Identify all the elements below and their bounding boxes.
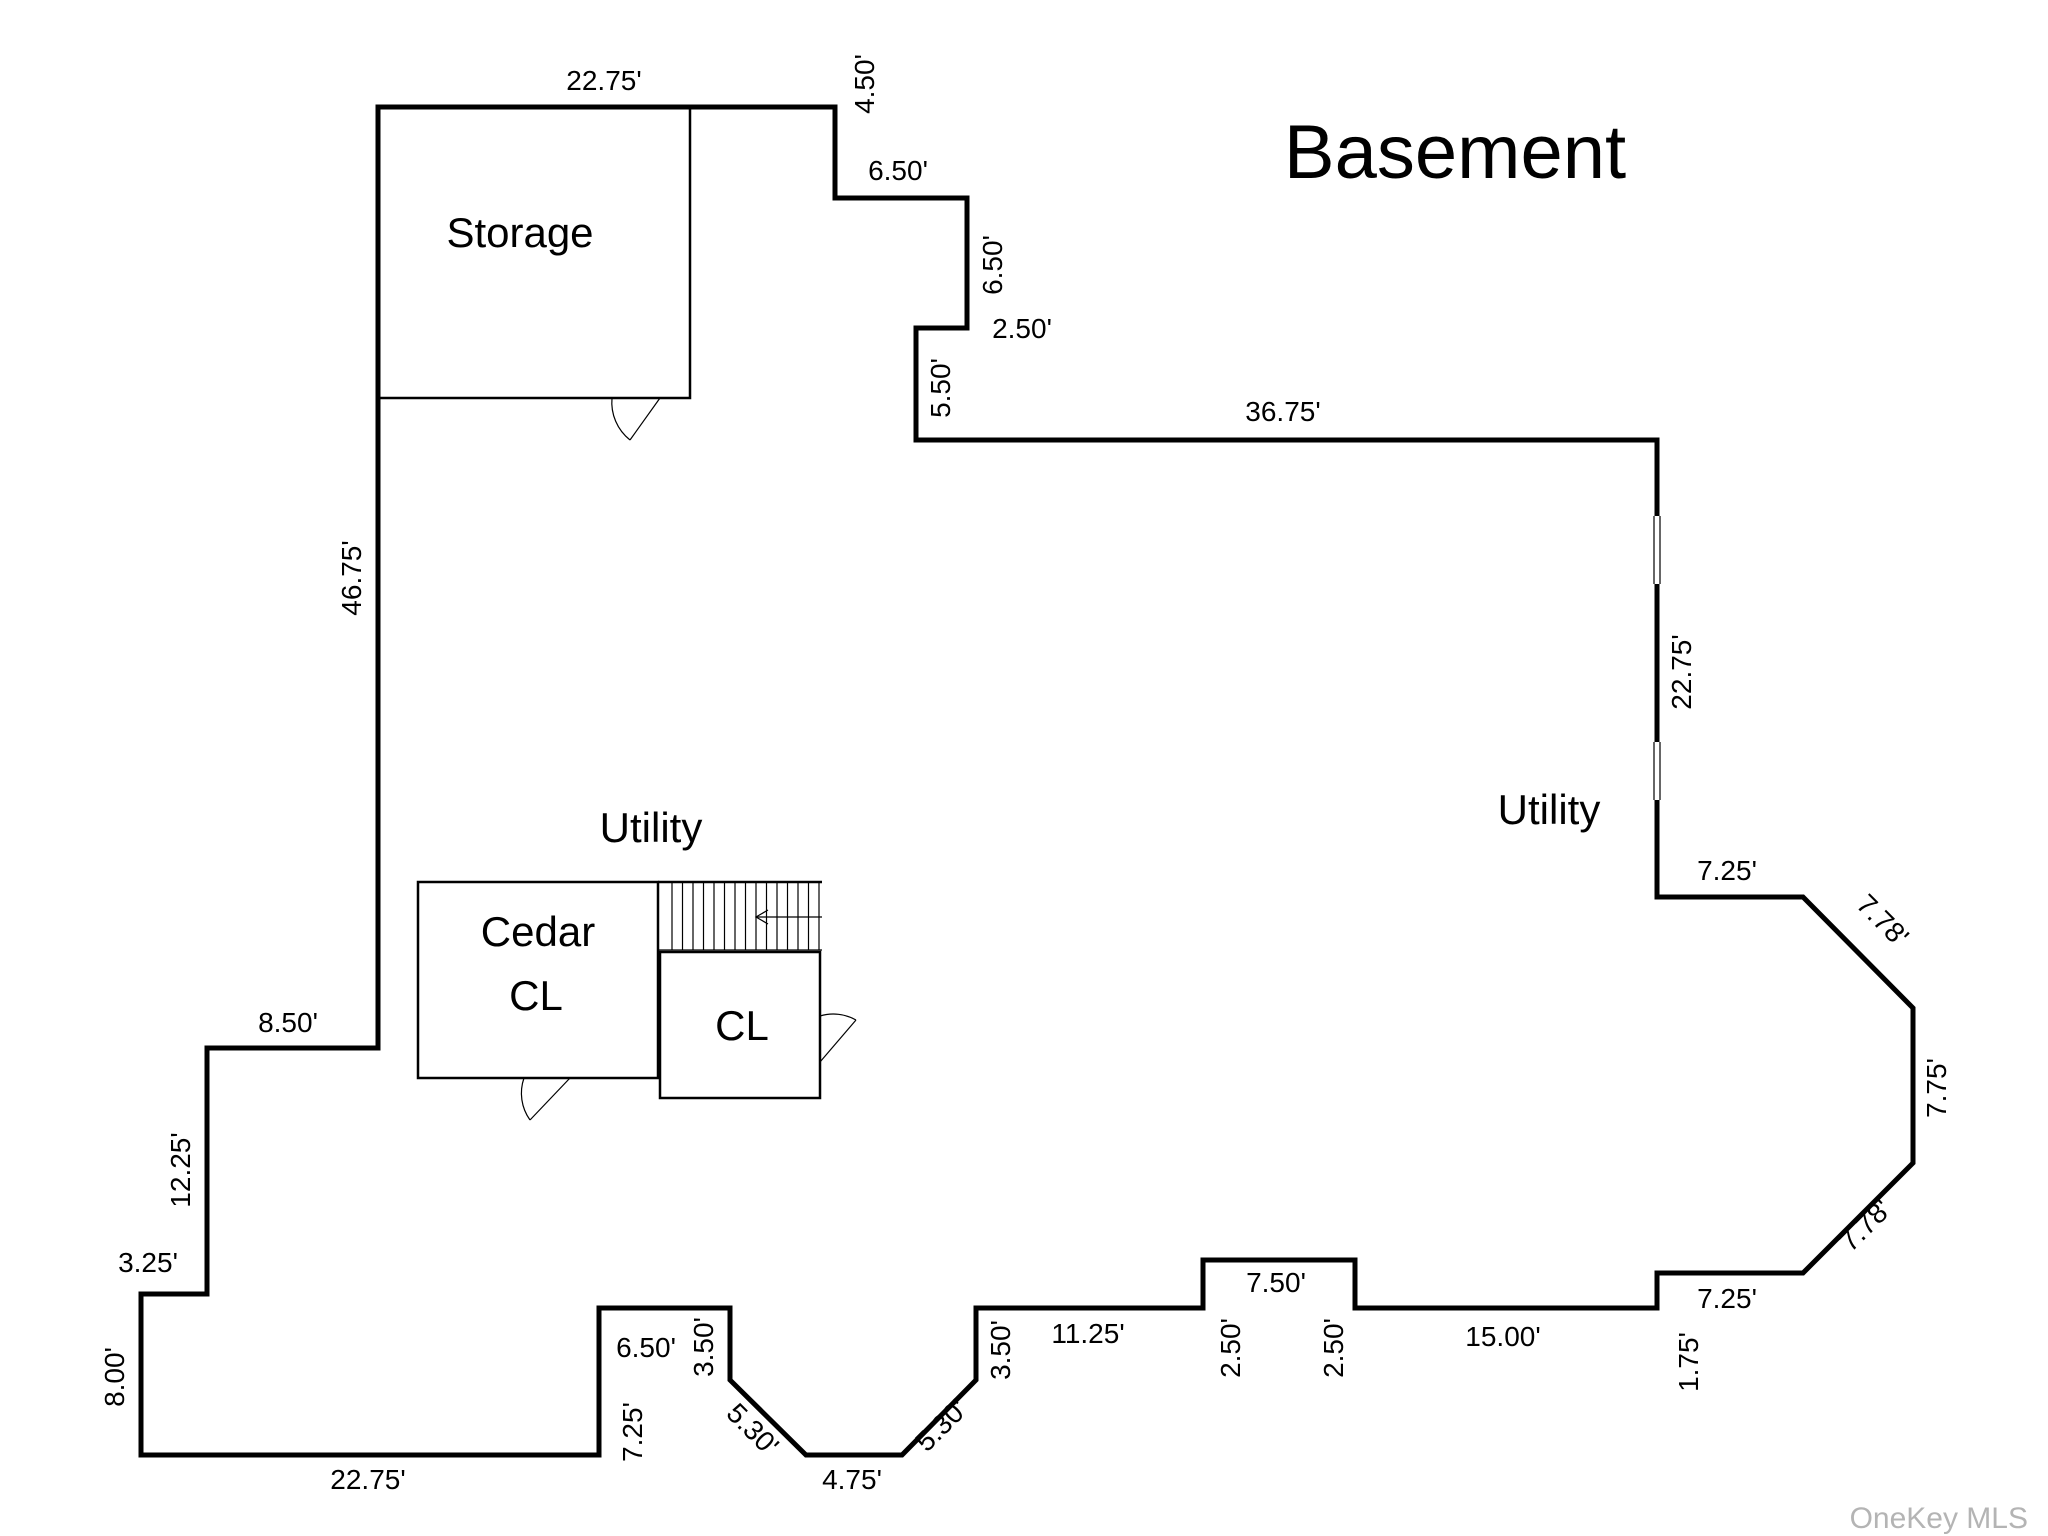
dim-top-long: 36.75' <box>1245 396 1320 427</box>
closet-wall <box>658 950 822 1100</box>
room-label-storage: Storage <box>446 209 593 256</box>
closet-door-arc <box>819 1013 857 1021</box>
dim-top-storage: 22.75' <box>566 65 641 96</box>
room-label-utility-right: Utility <box>1498 786 1601 833</box>
dim-right-diag-top: 7.78' <box>1851 888 1915 952</box>
dim-right-v: 7.75' <box>1921 1058 1952 1118</box>
dim-notch-right-diag: 5.30' <box>909 1393 973 1457</box>
cedar-closet-wall <box>416 880 660 1080</box>
storage-wall <box>380 107 692 400</box>
dim-left-upper-v: 12.25' <box>165 1132 196 1207</box>
dim-notch-left-diag: 5.30' <box>721 1397 785 1461</box>
dim-top-step-v: 4.50' <box>849 54 880 114</box>
dim-bump-h: 7.50' <box>1246 1267 1306 1298</box>
stair-arrow-head <box>754 909 769 925</box>
dim-bottom-11: 11.25' <box>1051 1318 1124 1349</box>
room-label-closet: CL <box>715 1002 769 1049</box>
dim-bottom-right-h: 7.25' <box>1697 1283 1757 1314</box>
dim-bump-left-v: 2.50' <box>1215 1318 1246 1378</box>
storage-door-arc <box>611 397 631 441</box>
dim-right-upper-v: 22.75' <box>1666 634 1697 709</box>
dim-left-v: 8.00' <box>99 1347 130 1407</box>
room-label-cedar-cl: CL <box>509 972 563 1019</box>
dim-step-v1: 6.50' <box>977 235 1008 295</box>
stair-treads <box>671 882 820 950</box>
dim-bottom-right-jog-v: 1.75' <box>1673 1332 1704 1392</box>
dim-bottom-left: 22.75' <box>330 1464 405 1495</box>
dim-notch-bottom: 4.75' <box>822 1464 882 1495</box>
dim-right-diag-bottom: 7.78' <box>1833 1193 1897 1257</box>
dim-step-v2: 5.50' <box>925 358 956 418</box>
room-label-cedar: Cedar <box>481 908 595 955</box>
dim-right-jog-h: 7.25' <box>1697 855 1757 886</box>
plan-title: Basement <box>1284 110 1626 195</box>
dim-step-h1: 6.50' <box>868 155 928 186</box>
closet-door-leaf <box>819 1019 857 1063</box>
room-label-utility-left: Utility <box>600 804 703 851</box>
dim-notch-right-v: 3.50' <box>985 1320 1016 1380</box>
cedar-door-arc <box>520 1077 531 1121</box>
dim-bump-right-v: 2.50' <box>1318 1318 1349 1378</box>
cedar-door-leaf <box>529 1077 571 1121</box>
dim-notch-top-h: 6.50' <box>616 1332 676 1363</box>
dim-left-step-h: 8.50' <box>258 1007 318 1038</box>
exterior-wall <box>138 104 1916 1458</box>
dim-left-long-v: 46.75' <box>336 540 367 615</box>
watermark: OneKey MLS <box>1850 1502 2028 1535</box>
dim-left-jog-h: 3.25' <box>118 1247 178 1278</box>
dim-lower-step-v: 7.25' <box>617 1402 648 1462</box>
dim-bottom-15: 15.00' <box>1465 1321 1540 1352</box>
dim-step-h2: 2.50' <box>992 313 1052 344</box>
dim-notch-left-v: 3.50' <box>688 1317 719 1377</box>
storage-door-leaf <box>629 397 661 441</box>
